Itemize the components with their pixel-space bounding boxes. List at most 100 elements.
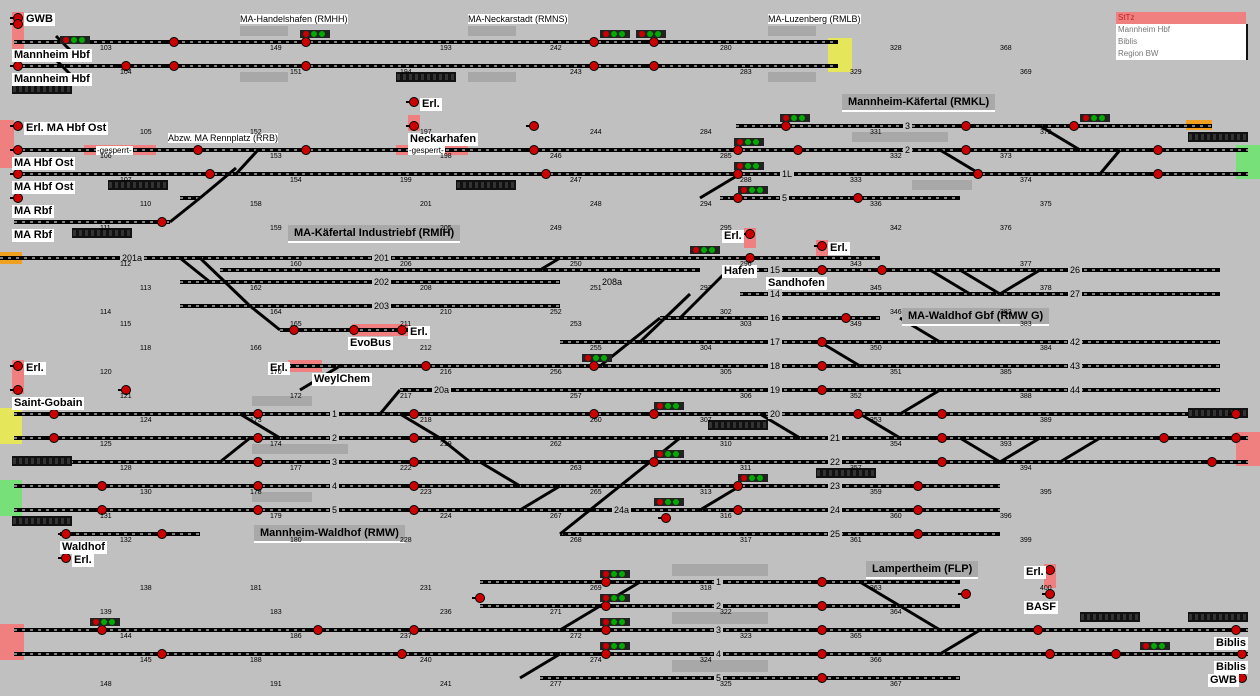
label-ma-rbf-2[interactable]: MA Rbf: [12, 229, 55, 242]
train-number-field[interactable]: [708, 420, 768, 430]
label-mannheim-hbf-1[interactable]: Mannheim Hbf: [12, 49, 92, 62]
signal-stop-lamp[interactable]: [409, 457, 419, 467]
signal-stop-lamp[interactable]: [661, 513, 671, 523]
region-ma-hbf-ost[interactable]: [0, 120, 14, 168]
area-box-flp[interactable]: Lampertheim (FLP): [866, 561, 979, 579]
track-switch-connection[interactable]: [539, 256, 561, 272]
signal-stop-lamp[interactable]: [49, 409, 59, 419]
signal-stop-lamp[interactable]: [61, 553, 71, 563]
track-switch-connection[interactable]: [939, 148, 981, 176]
signal-stop-lamp[interactable]: [541, 169, 551, 179]
label-saint-gobain[interactable]: Saint-Gobain: [12, 397, 85, 410]
signal-stop-lamp[interactable]: [289, 325, 299, 335]
label-ma-hbf-ost-2[interactable]: MA Hbf Ost: [12, 181, 76, 194]
signal-stop-lamp[interactable]: [253, 409, 263, 419]
signal-stop-lamp[interactable]: [1153, 145, 1163, 155]
signal-stop-lamp[interactable]: [253, 481, 263, 491]
track-switch-connection[interactable]: [559, 484, 621, 536]
signal-stop-lamp[interactable]: [853, 193, 863, 203]
track-switch-connection[interactable]: [519, 484, 561, 512]
signal-stop-lamp[interactable]: [13, 61, 23, 71]
label-basf[interactable]: BASF: [1024, 601, 1058, 614]
signal-stop-lamp[interactable]: [121, 385, 131, 395]
legend-item-mannheim-hbf[interactable]: Mannheim Hbf: [1118, 25, 1171, 34]
signal-stop-lamp[interactable]: [121, 61, 131, 71]
signal-stop-lamp[interactable]: [61, 529, 71, 539]
track-switch-connection[interactable]: [439, 436, 471, 464]
signal-stop-lamp[interactable]: [913, 481, 923, 491]
signal-stop-lamp[interactable]: [301, 37, 311, 47]
signal-stop-lamp[interactable]: [589, 61, 599, 71]
signal-stop-lamp[interactable]: [961, 121, 971, 131]
signal-stop-lamp[interactable]: [733, 145, 743, 155]
train-number-field[interactable]: [456, 180, 516, 190]
train-number-field[interactable]: [72, 228, 132, 238]
signal-stop-lamp[interactable]: [409, 625, 419, 635]
signal-stop-lamp[interactable]: [157, 217, 167, 227]
region-waldhof-yellow[interactable]: [0, 408, 22, 444]
track-switch-connection[interactable]: [999, 268, 1041, 296]
signal-stop-lamp[interactable]: [409, 121, 419, 131]
signal-stop-lamp[interactable]: [877, 265, 887, 275]
signal-stop-lamp[interactable]: [961, 145, 971, 155]
track-switch-connection[interactable]: [399, 412, 441, 440]
signal-stop-lamp[interactable]: [1045, 649, 1055, 659]
signal-stop-lamp[interactable]: [1069, 121, 1079, 131]
train-number-field[interactable]: [1188, 132, 1248, 142]
signal-stop-lamp[interactable]: [745, 229, 755, 239]
label-mannheim-hbf-2[interactable]: Mannheim Hbf: [12, 73, 92, 86]
signal-stop-lamp[interactable]: [13, 169, 23, 179]
signal-stop-lamp[interactable]: [1045, 565, 1055, 575]
track-switch-connection[interactable]: [899, 388, 941, 416]
signal-stop-lamp[interactable]: [817, 673, 827, 683]
signal-stop-lamp[interactable]: [817, 601, 827, 611]
label-evobus[interactable]: EvoBus: [348, 337, 393, 350]
signal-stop-lamp[interactable]: [793, 145, 803, 155]
signal-stop-lamp[interactable]: [49, 433, 59, 443]
train-number-field[interactable]: [816, 468, 876, 478]
label-hafen[interactable]: Hafen: [722, 265, 757, 278]
signal-stop-lamp[interactable]: [349, 325, 359, 335]
signal-stop-lamp[interactable]: [745, 253, 755, 263]
signal-stop-lamp[interactable]: [253, 457, 263, 467]
signal-stop-lamp[interactable]: [157, 529, 167, 539]
signal-stop-lamp[interactable]: [817, 385, 827, 395]
signal-stop-lamp[interactable]: [589, 409, 599, 419]
signal-stop-lamp[interactable]: [13, 193, 23, 203]
signal-stop-lamp[interactable]: [817, 241, 827, 251]
label-weylchem[interactable]: WeylChem: [312, 373, 373, 386]
label-erl-neckarhafen[interactable]: Erl.: [420, 98, 442, 111]
legend-item-sttz[interactable]: StTz: [1116, 12, 1246, 24]
signal-stop-lamp[interactable]: [409, 505, 419, 515]
area-box-rmih[interactable]: MA-Käfertal Industriebf (RMIH): [288, 225, 461, 243]
region-waldhof-green[interactable]: [0, 480, 22, 516]
track-switch-connection[interactable]: [249, 304, 281, 332]
signal-stop-lamp[interactable]: [589, 37, 599, 47]
signal-stop-lamp[interactable]: [937, 409, 947, 419]
signal-stop-lamp[interactable]: [973, 169, 983, 179]
signal-stop-lamp[interactable]: [1111, 649, 1121, 659]
signal-stop-lamp[interactable]: [601, 601, 611, 611]
label-sandhofen[interactable]: Sandhofen: [766, 277, 827, 290]
signal-stop-lamp[interactable]: [733, 505, 743, 515]
signal-stop-lamp[interactable]: [841, 313, 851, 323]
signal-stop-lamp[interactable]: [649, 457, 659, 467]
label-gwb-top[interactable]: GWB: [24, 13, 55, 26]
train-number-field[interactable]: [1188, 612, 1248, 622]
signal-stop-lamp[interactable]: [1231, 625, 1241, 635]
label-ma-rbf-1[interactable]: MA Rbf: [12, 205, 55, 218]
track-switch-connection[interactable]: [199, 166, 237, 200]
signal-stop-lamp[interactable]: [961, 589, 971, 599]
signal-stop-lamp[interactable]: [817, 361, 827, 371]
area-box-rmwg[interactable]: MA-Waldhof Gbf (RMW G): [902, 308, 1050, 326]
signal-stop-lamp[interactable]: [649, 409, 659, 419]
signal-stop-lamp[interactable]: [1045, 589, 1055, 599]
track-switch-connection[interactable]: [819, 340, 861, 368]
track-switch-connection[interactable]: [939, 628, 981, 656]
label-erl-sandhofen[interactable]: Erl.: [828, 242, 850, 255]
legend-item-biblis[interactable]: Biblis: [1118, 37, 1138, 46]
track-switch-connection[interactable]: [1059, 436, 1101, 464]
signal-stop-lamp[interactable]: [601, 577, 611, 587]
signal-stop-lamp[interactable]: [781, 121, 791, 131]
track-switch-connection[interactable]: [519, 652, 561, 680]
